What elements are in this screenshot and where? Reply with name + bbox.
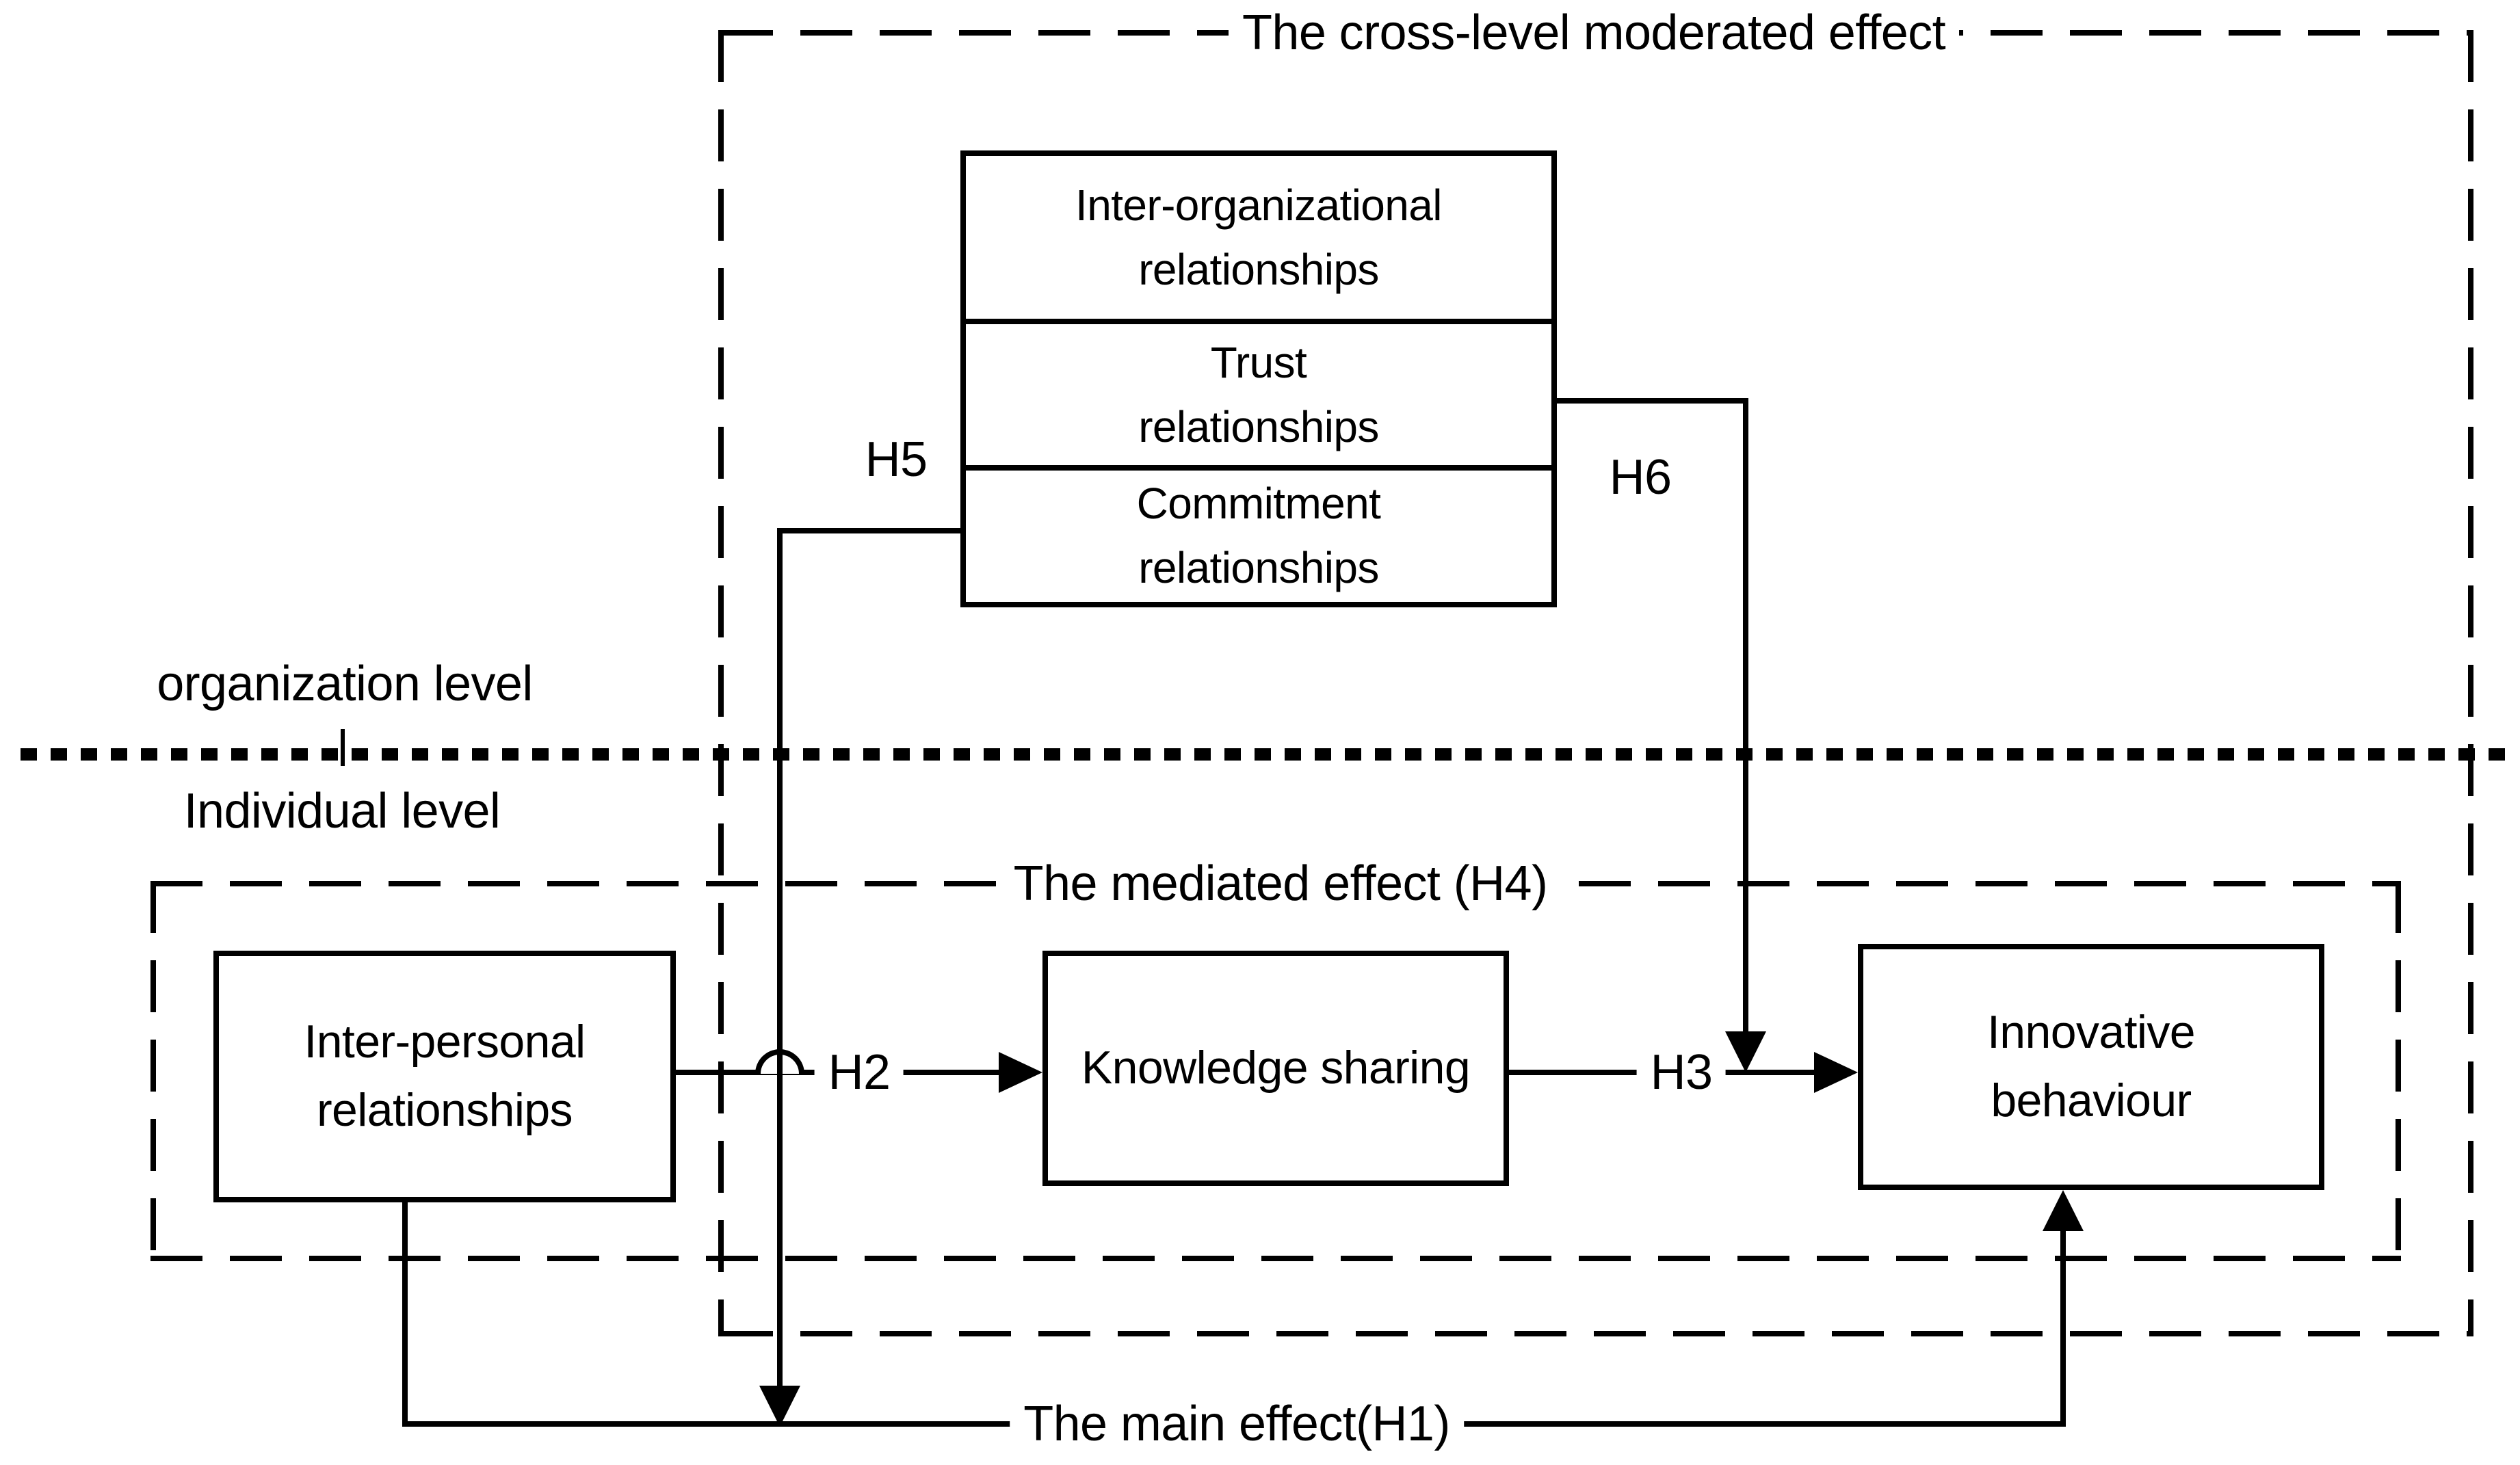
cross-level-frame-left-edge: [718, 30, 724, 1336]
mediated-frame-title: The mediated effect (H4): [999, 854, 1562, 914]
h2-label: H2: [814, 1042, 904, 1103]
inter-organizational-box: Inter-organizational relationships Trust…: [960, 150, 1557, 607]
h3-label: H3: [1636, 1042, 1727, 1103]
mediated-frame-left-edge: [150, 881, 156, 1261]
h6-connector-horizontal: [1557, 398, 1748, 404]
h5-connector-vertical: [777, 528, 783, 1388]
level-separator-tick: [341, 729, 345, 766]
knowledge-sharing-box: Knowledge sharing: [1042, 951, 1509, 1186]
h6-arrowhead-icon: [1725, 1031, 1766, 1072]
inter-organizational-label: Inter-organizational relationships: [1075, 180, 1443, 293]
inter-personal-label: Inter-personal relationships: [304, 1016, 586, 1137]
innovative-behaviour-box: Innovative behaviour: [1858, 944, 2324, 1190]
organization-level-label: organization level: [157, 655, 533, 711]
mediated-frame-right-edge: [2396, 881, 2401, 1261]
h1-path-right-segment: [2060, 1226, 2066, 1427]
innovative-behaviour-label: Innovative behaviour: [1987, 1007, 2196, 1127]
h5-arrowhead-icon: [759, 1386, 800, 1427]
level-separator-line: [21, 748, 2505, 761]
commitment-relationships-label: Commitment relationships: [1136, 479, 1381, 592]
individual-level-label: Individual level: [183, 782, 501, 839]
mediated-frame-bottom-edge: [150, 1256, 2401, 1261]
inter-organizational-header-cell: Inter-organizational relationships: [966, 156, 1551, 319]
h6-connector-vertical: [1743, 398, 1748, 1034]
h1-main-effect-label: The main effect(H1): [1010, 1394, 1464, 1454]
h6-label: H6: [1609, 449, 1672, 505]
commitment-relationships-cell: Commitment relationships: [966, 465, 1551, 602]
cross-level-frame-title: The cross-level moderated effect: [1229, 3, 1959, 63]
h1-path-left-segment: [402, 1200, 408, 1427]
knowledge-sharing-label: Knowledge sharing: [1081, 1042, 1471, 1094]
cross-level-frame-bottom-edge: [721, 1331, 2471, 1336]
h5-label: H5: [865, 431, 928, 487]
trust-relationships-cell: Trust relationships: [966, 319, 1551, 465]
h5-connector-horizontal: [777, 528, 966, 533]
h1-arrowhead-up-icon: [2043, 1190, 2084, 1231]
trust-relationships-label: Trust relationships: [1138, 337, 1379, 451]
h3-arrowhead-icon: [1814, 1052, 1858, 1093]
inter-personal-box: Inter-personal relationships: [213, 951, 676, 1202]
cross-level-frame-right-edge: [2468, 30, 2473, 1336]
h2-arrowhead-icon: [999, 1052, 1042, 1093]
